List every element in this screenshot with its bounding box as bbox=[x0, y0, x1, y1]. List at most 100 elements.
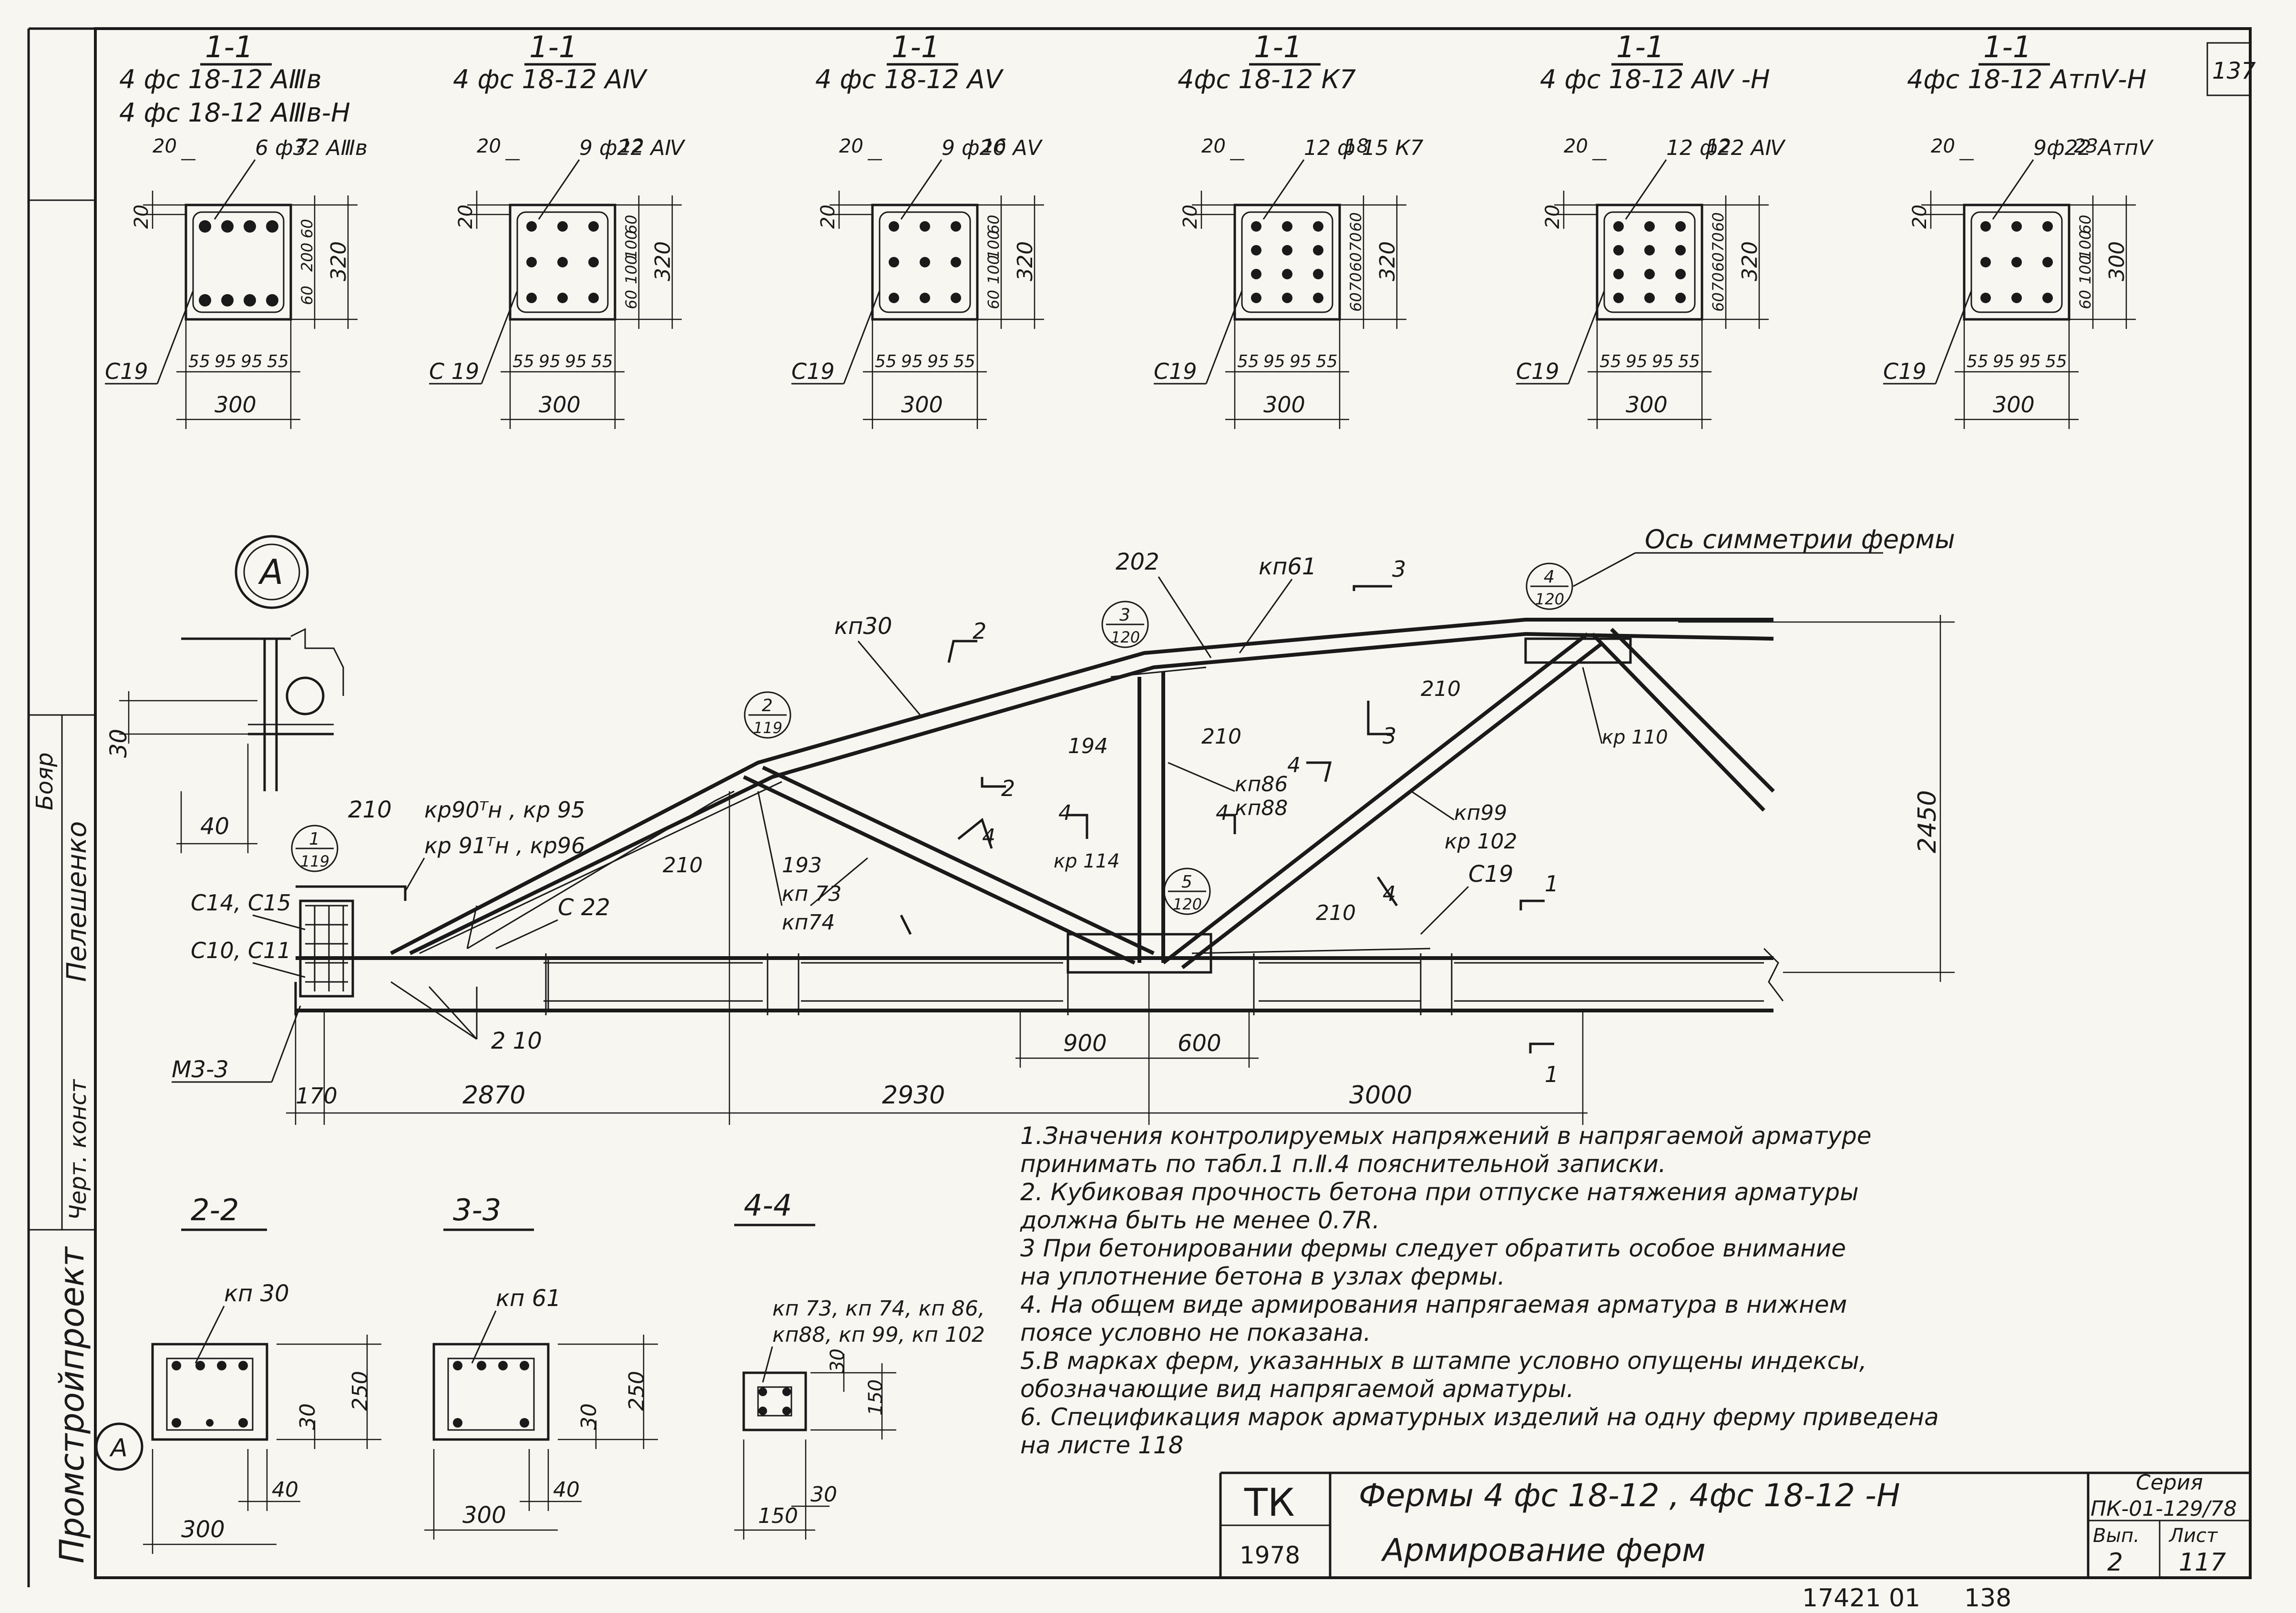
rebar-dot bbox=[1644, 269, 1655, 279]
v-dim: 100 bbox=[622, 255, 640, 284]
rebar-dot bbox=[557, 257, 568, 267]
section-outline bbox=[184, 204, 292, 321]
label-210-a: 210 bbox=[1421, 677, 1461, 701]
section-2-2-w1: 40 bbox=[272, 1478, 298, 1502]
cut-4-e: 4 bbox=[982, 825, 995, 849]
rebar-dot bbox=[557, 221, 568, 232]
stamp-bottom: 17421 01 bbox=[1802, 1584, 1920, 1613]
h-dim: 95 bbox=[1263, 352, 1285, 371]
stirrup-outline bbox=[879, 211, 971, 313]
section-outline bbox=[1963, 204, 2070, 321]
section-4-4-w: 150 bbox=[758, 1504, 798, 1528]
rebar-dot bbox=[1675, 221, 1686, 232]
h-dim: 95 bbox=[927, 352, 949, 371]
dim-170: 170 bbox=[296, 1083, 338, 1109]
rebar-dot bbox=[266, 220, 278, 233]
rebar-dot bbox=[2042, 293, 2053, 303]
sheet-number-box bbox=[2206, 42, 2251, 96]
h-dim: 95 bbox=[1626, 352, 1648, 371]
section-title: 1-1 bbox=[1616, 30, 1664, 64]
v-dim: 60 bbox=[298, 286, 316, 305]
sheet-value: 117 bbox=[2179, 1548, 2226, 1577]
v-dim: 70 bbox=[1709, 232, 1727, 252]
section-outline bbox=[1233, 204, 1341, 321]
h-dim: 55 bbox=[875, 352, 897, 371]
height-dim: 320 bbox=[1375, 241, 1400, 281]
rebar-dot bbox=[1613, 221, 1624, 232]
section-2-2-h1: 30 bbox=[296, 1403, 320, 1430]
section-title: 1-1 bbox=[1983, 30, 2031, 64]
axis-note-line1: Ось симметрии фермы bbox=[1645, 524, 1955, 554]
node-ref-sheet: 120 bbox=[1111, 628, 1140, 646]
bars-label: 9ф22 АтпⅤ bbox=[2033, 136, 2154, 160]
section-3-3-w: 300 bbox=[462, 1502, 506, 1529]
h-dim: 95 bbox=[1993, 352, 2015, 371]
v-dim: 60 bbox=[1347, 292, 1365, 312]
section-2-2-title: 2-2 bbox=[191, 1193, 239, 1227]
section-3-3-h2: 250 bbox=[625, 1371, 649, 1411]
v-dim: 100 bbox=[984, 255, 1003, 284]
rebar-dot bbox=[1282, 245, 1292, 255]
rebar-dot bbox=[526, 221, 537, 232]
truss-elevation: 2450 170 2870 2930 3000 900 600 Ось симм… bbox=[172, 524, 1955, 1125]
bars-label: 12 ф 15 К7 bbox=[1304, 136, 1424, 160]
stirrup-label: С19 bbox=[105, 358, 148, 384]
h-dim: 55 bbox=[1967, 352, 1988, 371]
section-mark: 4 фс 18-12 АⅢв bbox=[119, 64, 322, 94]
rebar-dot bbox=[588, 221, 599, 232]
section-3-3-w1: 40 bbox=[553, 1478, 580, 1502]
section-4-4-w1: 30 bbox=[810, 1482, 837, 1507]
h-dim: 55 bbox=[2045, 352, 2067, 371]
h-dim: 55 bbox=[591, 352, 613, 371]
rebar-dot bbox=[1313, 245, 1323, 255]
sheet-number-top: 137 bbox=[2212, 58, 2256, 84]
section-2-2-w: 300 bbox=[181, 1516, 225, 1543]
rebar-dot bbox=[889, 293, 899, 303]
h-dim: 95 bbox=[1652, 352, 1674, 371]
dim-900: 900 bbox=[1063, 1030, 1107, 1057]
rebar-dot bbox=[1675, 245, 1686, 255]
stirrup-label: С19 bbox=[1516, 358, 1559, 384]
width-dim: 300 bbox=[215, 392, 256, 418]
rebar-dot bbox=[588, 293, 599, 303]
left-dim: 20 bbox=[1179, 204, 1201, 229]
rebar-dot bbox=[1980, 257, 1991, 267]
bars-label: 9 ф20 АⅤ bbox=[942, 136, 1043, 160]
label-210-d: 210 bbox=[1316, 901, 1356, 925]
section-mark: 4фс 18-12 АтпⅤ-Н bbox=[1907, 64, 2146, 94]
section-2-2-label: кп 30 bbox=[224, 1280, 289, 1307]
h-dim: 95 bbox=[215, 352, 236, 371]
stirrup-label: С19 bbox=[1883, 358, 1927, 384]
dim-600: 600 bbox=[1178, 1030, 1221, 1057]
section-outline bbox=[1596, 204, 1703, 321]
v-dim: 60 bbox=[984, 290, 1003, 309]
v-dim: 70 bbox=[1709, 272, 1727, 292]
left-strip-row3: Бояр bbox=[31, 752, 58, 810]
note-line: поясе условно не показана. bbox=[1020, 1319, 1371, 1347]
height-dim: 320 bbox=[327, 241, 351, 281]
rebar-dot bbox=[2042, 221, 2053, 232]
rebar-dot bbox=[1251, 293, 1261, 303]
section-mark: 4 фс 18-12 АⅤ bbox=[815, 64, 1004, 94]
stirrup-label: С19 bbox=[1154, 358, 1197, 384]
node-ref-num: 1 bbox=[309, 829, 320, 849]
left-dim: 20 bbox=[455, 204, 477, 229]
node-ref-sheet: 119 bbox=[300, 852, 329, 870]
rebar-dot bbox=[1980, 293, 1991, 303]
rebar-dot bbox=[244, 294, 256, 306]
cut-1-top: 1 bbox=[1545, 871, 1558, 897]
v-dim: 60 bbox=[1347, 252, 1365, 272]
note-line: на листе 118 bbox=[1020, 1431, 1183, 1459]
v-dim: 60 bbox=[2076, 290, 2094, 309]
h-dim: 95 bbox=[2019, 352, 2041, 371]
rebar-dot bbox=[1251, 269, 1261, 279]
stirrup-outline bbox=[192, 211, 285, 313]
dim-2930: 2930 bbox=[882, 1081, 945, 1110]
h-dim: 95 bbox=[901, 352, 923, 371]
height-dim: 300 bbox=[2105, 241, 2129, 281]
detail-a-dim-h: 30 bbox=[105, 729, 132, 758]
